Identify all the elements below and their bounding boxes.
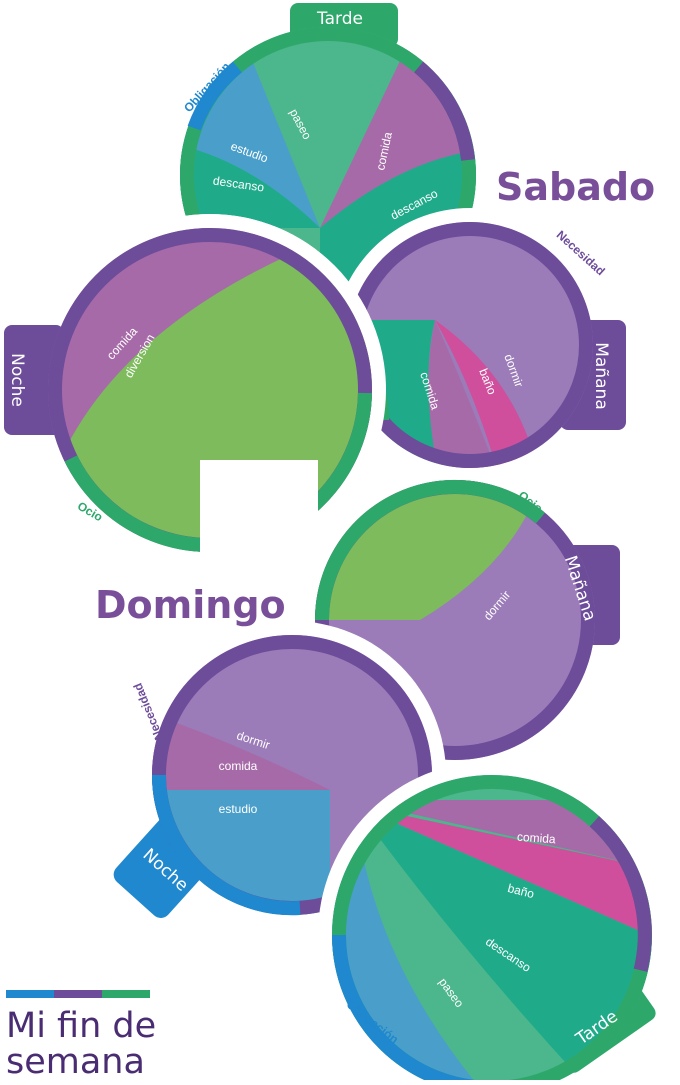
segment-comida-manana — [428, 320, 500, 468]
day-title-sabado: Sabado — [496, 165, 656, 209]
legend-title-line1: Mi fin de — [6, 1006, 157, 1046]
seg-label-estudio-noche: estudio — [219, 802, 258, 816]
domingo-tarde-circle — [332, 775, 656, 1085]
label-tarde-sabado: Tarde — [316, 9, 363, 29]
legend — [6, 990, 150, 998]
legend-swatch-necesidad — [54, 990, 102, 998]
legend-color-bar — [6, 990, 150, 998]
label-manana-sabado: Mañana — [591, 342, 611, 409]
legend-swatch-obligacion — [6, 990, 54, 998]
segment-comida-noche — [152, 710, 330, 790]
segment-bano — [435, 320, 540, 468]
seg-label-bano-tarde: baño — [506, 881, 536, 901]
day-title-domingo: Domingo — [95, 583, 286, 627]
seg-label-comida-tarde: comida — [516, 830, 556, 847]
legend-title-line2: semana — [6, 1042, 145, 1082]
label-noche-sabado: Noche — [7, 353, 27, 407]
legend-swatch-ocio — [102, 990, 150, 998]
segment-descanso-tarde — [355, 805, 652, 1085]
seg-label-comida-noche: comida — [219, 759, 258, 773]
legend-title: Mi fin de semana — [6, 1008, 206, 1080]
